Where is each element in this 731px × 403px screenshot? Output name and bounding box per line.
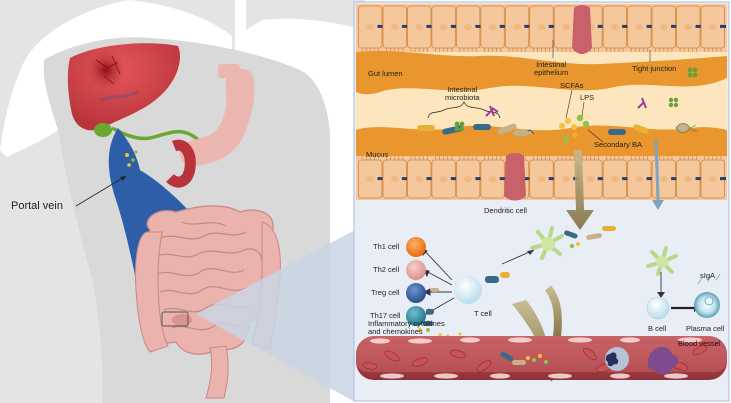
tight-junction-marker	[401, 24, 408, 28]
tight-junction-marker	[646, 177, 653, 181]
duodenum	[166, 139, 196, 188]
body-silhouette	[0, 0, 130, 150]
t-cell-label: T cell	[474, 309, 492, 318]
th17-cell	[406, 306, 426, 326]
tight-junction-label: Tight junction	[632, 64, 677, 73]
tight-junction-marker	[646, 24, 653, 28]
tight-junction-marker	[597, 177, 604, 181]
tight-junction-marker	[720, 24, 726, 28]
tight-junction-marker	[622, 24, 629, 28]
plasma-cell	[694, 292, 720, 318]
tight-junction-marker	[524, 177, 531, 181]
intestinal-microbiota-label: Intestinal microbiota	[445, 85, 480, 102]
mucus-bottom	[356, 125, 727, 158]
tight-junction-marker	[475, 24, 482, 28]
scfas-label: SCFAs	[560, 81, 584, 90]
tight-junction-marker	[499, 177, 506, 181]
tight-junction-marker	[597, 24, 604, 28]
treg-cell-label: Treg cell	[371, 288, 400, 297]
plasma-cell-label: Plasma cell	[686, 324, 725, 333]
th17-cell-label: Th17 cell	[370, 311, 401, 320]
tight-junction-marker	[377, 177, 384, 181]
th2-cell-label: Th2 cell	[373, 265, 400, 274]
tight-junction-marker	[720, 177, 726, 181]
tight-junction-marker	[475, 177, 482, 181]
mucus-top	[356, 51, 727, 95]
colon	[135, 231, 169, 353]
secondary-ba-label: Secondary BA	[594, 140, 642, 149]
tight-junction-marker	[548, 177, 555, 181]
tight-junction-marker	[524, 24, 531, 28]
tight-junction-marker	[622, 177, 629, 181]
gallbladder	[94, 123, 112, 137]
metabolites	[559, 114, 590, 143]
tight-junction-marker	[548, 24, 555, 28]
macrophage	[647, 346, 678, 375]
tight-junction-marker	[671, 177, 678, 181]
tight-junction-marker	[377, 24, 384, 28]
dendritic-cell-label: Dendritic cell	[484, 206, 527, 215]
siga-label: sIgA	[700, 271, 716, 280]
blood-vessel-label: Blood vessel	[678, 339, 721, 348]
mucus-label: Mucus	[366, 150, 389, 159]
bacteria	[417, 67, 698, 137]
translocation-arrow	[566, 150, 594, 230]
stomach	[180, 68, 255, 166]
portal-vein-label: Portal vein	[11, 200, 63, 212]
tight-junction-marker	[695, 177, 702, 181]
b-cell-label: B cell	[648, 324, 667, 333]
tight-junction-marker	[499, 24, 506, 28]
tight-junction-marker	[401, 177, 408, 181]
th2-cell	[406, 260, 426, 280]
treg-cell	[406, 283, 426, 303]
b-cell	[646, 296, 670, 320]
tight-junction-marker	[426, 24, 433, 28]
tight-junction-marker	[671, 24, 678, 28]
portal-vein-pointer	[75, 175, 127, 207]
intestinal-epithelium-label: Intestinal epithelium	[534, 60, 569, 77]
cytokines-label: Inflammatory cytokines and chemokines	[368, 319, 445, 336]
gut-lumen-label: Gut lumen	[368, 69, 403, 78]
dendritic-cell	[530, 226, 678, 276]
zoom-cone	[196, 230, 355, 402]
tight-junction-marker	[695, 24, 702, 28]
th1-cell-label: Th1 cell	[373, 242, 400, 251]
tight-junction-marker	[426, 177, 433, 181]
t-cell	[454, 276, 482, 304]
lps-label: LPS	[580, 93, 595, 102]
body-silhouette-right	[246, 0, 365, 30]
tight-junction-marker	[450, 177, 457, 181]
th1-cell	[406, 237, 426, 257]
tight-junction-marker	[450, 24, 457, 28]
